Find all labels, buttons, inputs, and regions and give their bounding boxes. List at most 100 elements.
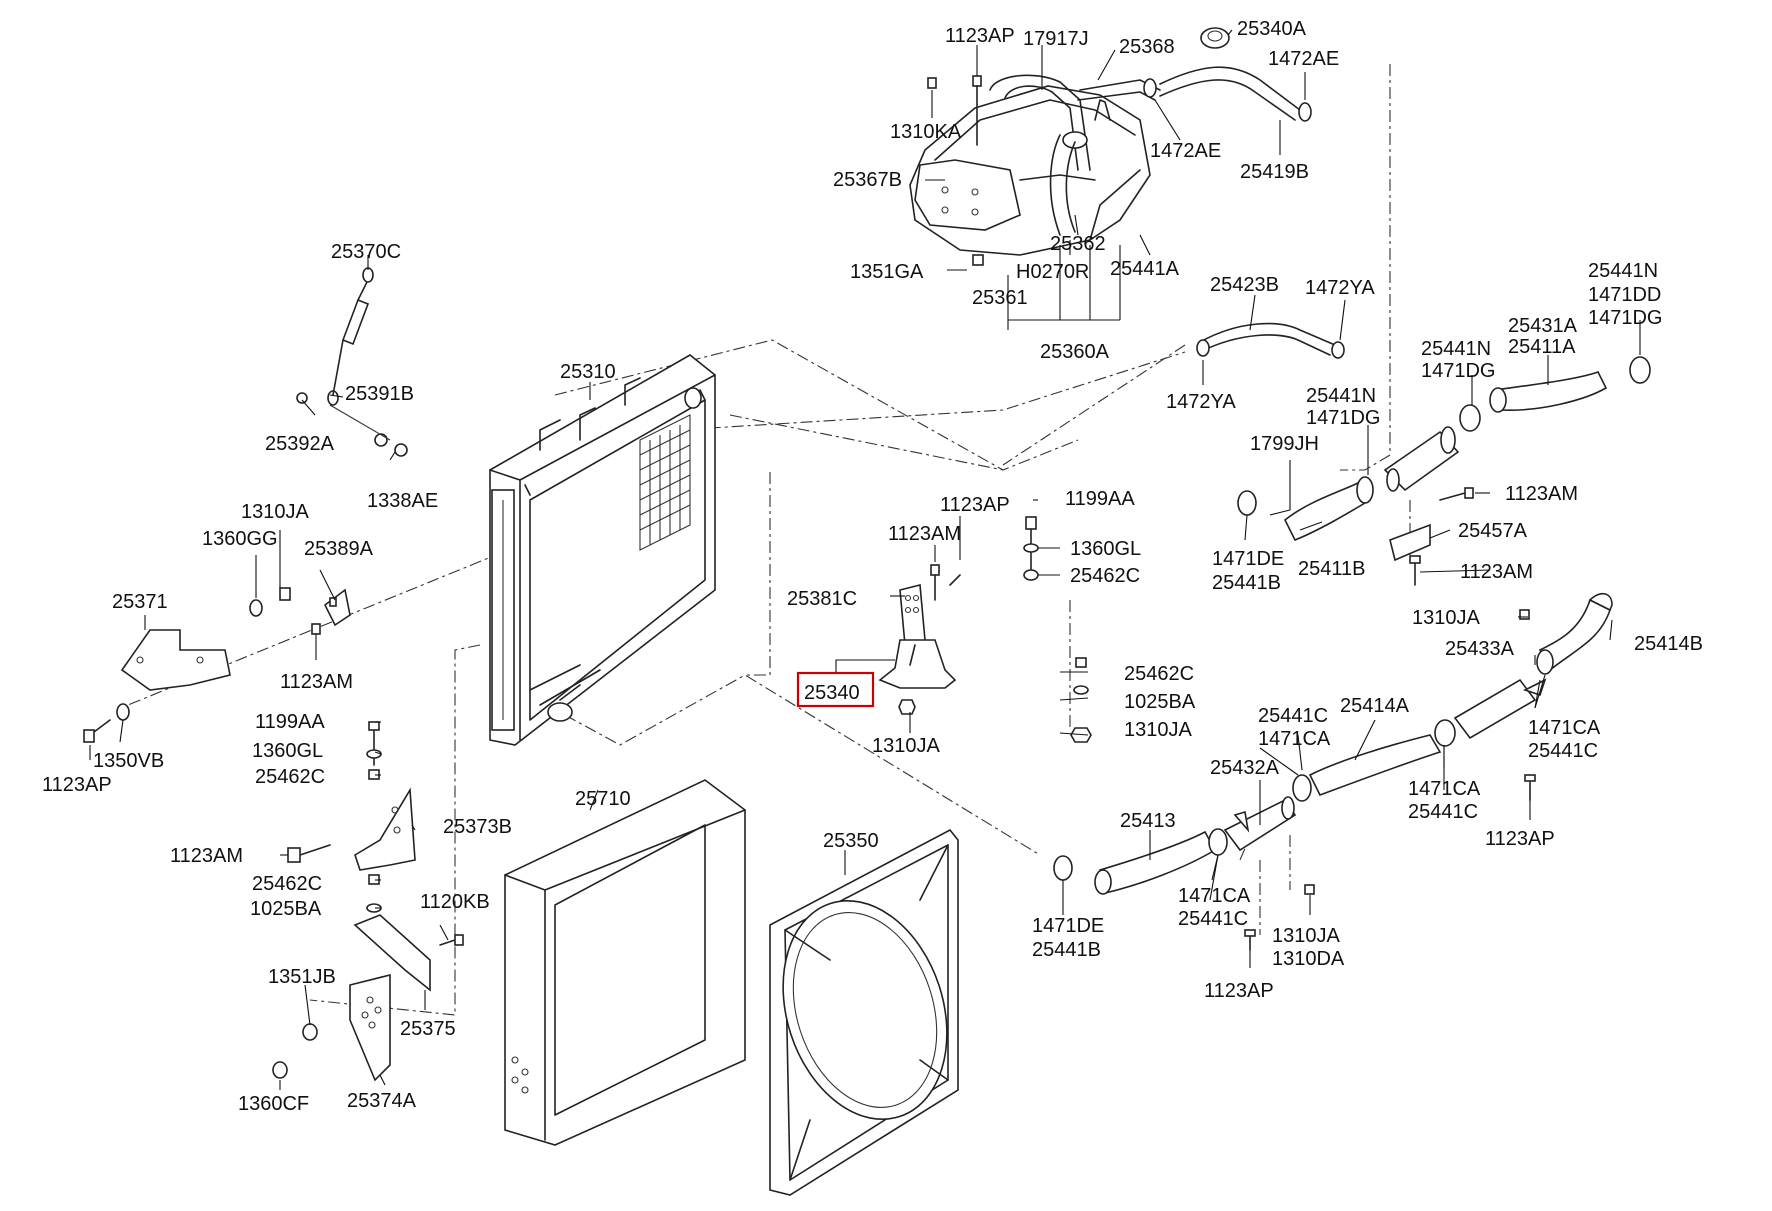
fan-shroud-25350: [769, 828, 959, 1196]
highlight-box-25340: [796, 671, 875, 708]
left-stack-fasteners: [366, 721, 382, 913]
label-25457a: 25457A: [1458, 520, 1528, 542]
label-25462c-left2: 25462C: [252, 873, 322, 895]
label-25433a: 25433A: [1445, 638, 1515, 660]
part-labels: 1123AP 17917J 25368 25340A 1472AE 1310KA…: [42, 18, 1703, 1115]
label-1471de-b: 1471DE: [1032, 915, 1104, 937]
clamp-25441c-1: [1292, 774, 1312, 802]
hose-25362: [1049, 134, 1076, 236]
label-1360gl-left: 1360GL: [252, 740, 323, 762]
label-25371: 25371: [112, 591, 168, 613]
label-25462c-left: 25462C: [255, 766, 325, 788]
stay-rod-25370c: [296, 267, 408, 457]
label-1471dg-3: 1471DG: [1306, 407, 1381, 429]
reservoir-bracket: [914, 159, 1021, 231]
label-1123am-left2: 1123AM: [170, 845, 243, 867]
clamp-1471de-lower: [1053, 855, 1073, 881]
label-1472ae-top: 1472AE: [1268, 48, 1339, 70]
label-1360gg: 1360GG: [202, 528, 278, 550]
label-25370c: 25370C: [331, 241, 401, 263]
clamp-25441n-2: [1459, 404, 1481, 432]
label-25441c-3: 25441C: [1178, 908, 1248, 930]
label-1199aa-left: 1199AA: [255, 711, 325, 733]
label-1123ap-r: 1123AP: [1485, 828, 1555, 850]
bracket-25457a: [1389, 523, 1431, 562]
label-25381c: 25381C: [787, 588, 857, 610]
clamp-1471ca-right: [1536, 649, 1554, 675]
label-1471ca-3: 1471CA: [1178, 885, 1251, 907]
hose-clamps-1472ae: [1143, 78, 1312, 122]
label-1123am-r1: 1123AM: [1505, 483, 1578, 505]
label-1360gl-mid: 1360GL: [1070, 538, 1141, 560]
radiator-25310: [489, 354, 716, 746]
leader-lines: [89, 29, 1641, 1090]
label-1310da: 1310DA: [1272, 948, 1345, 970]
bolts-1123am-right: [1409, 487, 1474, 586]
label-25441a: 25441A: [1110, 258, 1180, 280]
label-25374a: 25374A: [347, 1090, 417, 1112]
label-25389a: 25389A: [304, 538, 374, 560]
label-1471ca-2: 1471CA: [1408, 778, 1481, 800]
label-1350vb: 1350VB: [93, 750, 164, 772]
label-25441n-2: 25441N: [1421, 338, 1491, 360]
label-1351ga: 1351GA: [850, 261, 924, 283]
label-1310ja-left: 1310JA: [241, 501, 309, 523]
label-1472ya-top: 1472YA: [1305, 277, 1375, 299]
label-1310ja-b: 1310JA: [1272, 925, 1340, 947]
label-1310ka: 1310KA: [890, 121, 962, 143]
label-1472ae-mid: 1472AE: [1150, 140, 1221, 162]
label-1310ja-mid: 1310JA: [872, 735, 940, 757]
label-1120kb: 1120KB: [420, 891, 490, 913]
label-25710: 25710: [575, 788, 631, 810]
hose-25411a: [1489, 371, 1608, 413]
pipe-25433a: [1453, 678, 1547, 740]
overflow-hose-25419b: [1159, 66, 1301, 121]
label-25361: 25361: [972, 287, 1028, 309]
label-25441c-r: 25441C: [1528, 740, 1598, 762]
clamp-25441n-3: [1356, 476, 1374, 504]
label-1123ap-left: 1123AP: [42, 774, 112, 796]
water-outlet-pipe-25431a: [1383, 426, 1460, 492]
label-1472ya-bot: 1472YA: [1166, 391, 1236, 413]
tank-fasteners: [927, 75, 984, 266]
bracket-25373b: [287, 787, 416, 871]
label-25419b: 25419B: [1240, 161, 1309, 183]
label-25441b-r: 25441B: [1212, 572, 1281, 594]
label-25368: 25368: [1119, 36, 1175, 58]
label-25411b: 25411B: [1298, 558, 1365, 580]
label-25441b-b: 25441B: [1032, 939, 1101, 961]
label-1310ja-r: 1310JA: [1412, 607, 1480, 629]
label-1471dg-2: 1471DG: [1421, 360, 1496, 382]
bracket-25389a: [323, 588, 351, 627]
label-25441c-2: 25441C: [1408, 801, 1478, 823]
label-1338ae: 1338AE: [367, 490, 438, 512]
label-25340: 25340: [804, 682, 860, 704]
label-25310: 25310: [560, 361, 616, 383]
label-1471dd: 1471DD: [1588, 284, 1661, 306]
clamp-25441n-1: [1629, 356, 1651, 384]
label-25414a: 25414A: [1340, 695, 1410, 717]
label-h0270r: H0270R: [1016, 261, 1089, 283]
label-25441c-1: 25441C: [1258, 705, 1328, 727]
hose-25414a: [1308, 734, 1442, 796]
label-1123ap-mid: 1123AP: [940, 494, 1010, 516]
label-25414b: 25414B: [1634, 633, 1703, 655]
plate-25375: [353, 914, 464, 992]
label-1310ja-mid2: 1310JA: [1124, 719, 1192, 741]
label-25373b: 25373B: [443, 816, 512, 838]
label-25392a: 25392A: [265, 433, 335, 455]
label-1025ba-left: 1025BA: [250, 898, 322, 920]
label-25441n-1: 25441N: [1588, 260, 1658, 282]
label-1199aa-mid: 1199AA: [1065, 488, 1135, 510]
label-25391b: 25391B: [345, 383, 414, 405]
label-1360cf: 1360CF: [238, 1093, 309, 1115]
label-25462c-a: 25462C: [1070, 565, 1140, 587]
label-25375: 25375: [400, 1018, 456, 1040]
label-25367b: 25367B: [833, 169, 902, 191]
label-25413: 25413: [1120, 810, 1176, 832]
label-1351jb: 1351JB: [268, 966, 336, 988]
label-25411a: 25411A: [1508, 336, 1576, 358]
label-1799jh: 1799JH: [1250, 433, 1319, 455]
label-25360a: 25360A: [1040, 341, 1110, 363]
